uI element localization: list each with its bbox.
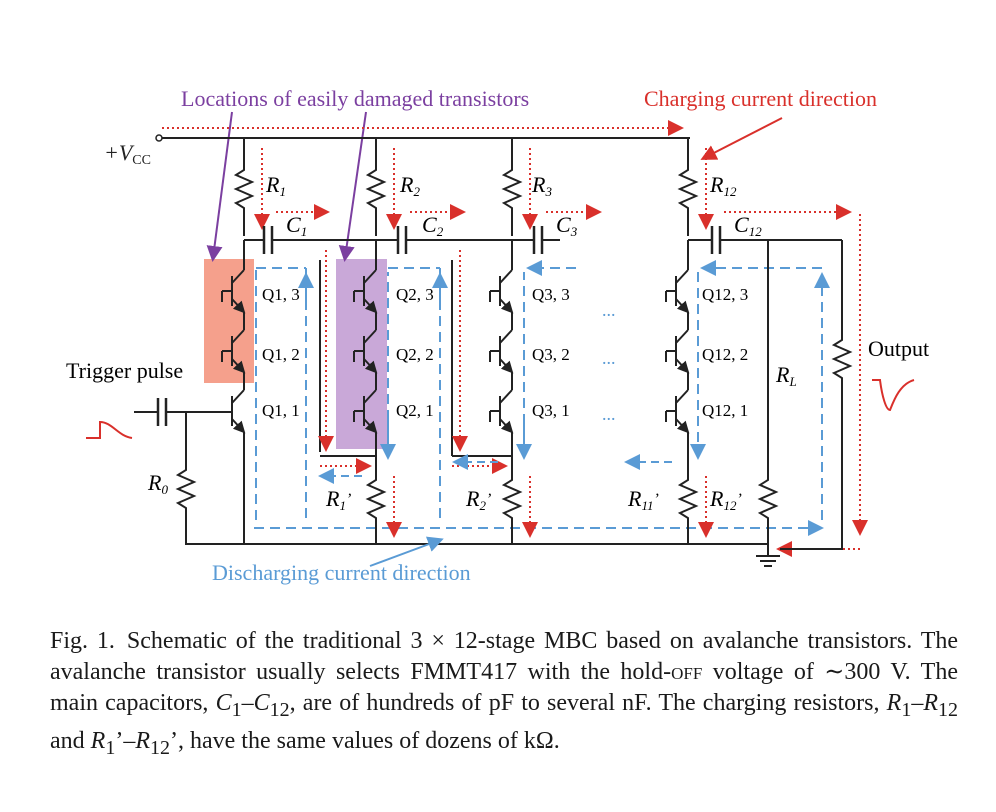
- trigger-label: Trigger pulse: [66, 358, 183, 383]
- mbc-schematic: Locations of easily damaged transistors …: [66, 86, 929, 585]
- stage-12: R12 C12 Q12, 3 Q12, 2 Q12, 1 R11’ R: [624, 138, 929, 550]
- ellipsis-3: ...: [602, 404, 616, 424]
- damaged-arrow-2: [338, 111, 367, 262]
- figure-caption: Fig. 1.Schematic of the traditional 3 × …: [50, 628, 959, 759]
- svg-text:R3: R3: [531, 172, 552, 199]
- discharging-pointer-arrow: [369, 536, 444, 567]
- svg-text:C3: C3: [556, 212, 578, 239]
- svg-text:R12: R12: [709, 172, 737, 199]
- svg-text:Q2, 3: Q2, 3: [396, 285, 434, 304]
- transistor-q2-1: [353, 372, 378, 434]
- svg-text:C1: C1: [286, 212, 307, 239]
- svg-text:Q2, 2: Q2, 2: [396, 345, 434, 364]
- svg-text:Q1, 2: Q1, 2: [262, 345, 300, 364]
- vcc-terminal: [155, 134, 163, 142]
- svg-text:R12’: R12’: [709, 486, 742, 513]
- svg-text:Q2, 1: Q2, 1: [396, 401, 434, 420]
- transistor-q1-3: [221, 269, 246, 314]
- svg-text:Q3, 1: Q3, 1: [532, 401, 570, 420]
- charging-label: Charging current direction: [644, 86, 877, 111]
- damaged-highlight-stage2: [336, 259, 387, 449]
- transistor-q2-3: [353, 269, 378, 314]
- damaged-highlight-stage1: [204, 259, 254, 383]
- transistor-q12-2: [665, 312, 690, 374]
- vcc-label: +VCC: [104, 140, 151, 168]
- svg-text:Q3, 2: Q3, 2: [532, 345, 570, 364]
- rl-label: RL: [775, 362, 797, 389]
- stage-2: R2 C2 Q2, 3 Q2, 2 Q2, 1 R1’: [325, 138, 512, 544]
- svg-text:Q1, 1: Q1, 1: [262, 401, 300, 420]
- svg-text:C12: C12: [734, 212, 762, 239]
- svg-text:Q12, 1: Q12, 1: [702, 401, 748, 420]
- transistor-q2-2: [353, 312, 378, 374]
- svg-text:R1: R1: [265, 172, 286, 199]
- svg-text:Q3, 3: Q3, 3: [532, 285, 570, 304]
- discharging-label: Discharging current direction: [212, 560, 471, 585]
- transistor-q1-1: [231, 372, 246, 544]
- svg-text:R11’: R11’: [627, 486, 659, 513]
- svg-text:R2: R2: [399, 172, 420, 199]
- transistor-q12-3: [665, 269, 690, 314]
- transistor-q3-3: [489, 269, 514, 314]
- trigger-pulse-icon: [86, 420, 133, 439]
- damaged-arrow-1: [206, 111, 233, 262]
- transistor-q12-1: [665, 372, 690, 434]
- transistor-q1-2: [221, 312, 246, 374]
- svg-text:Q12, 3: Q12, 3: [702, 285, 748, 304]
- svg-text:R2’: R2’: [465, 486, 491, 513]
- svg-text:R1’: R1’: [325, 486, 351, 513]
- charging-pointer-arrow: [700, 117, 783, 160]
- output-pulse-icon: [872, 379, 915, 412]
- stage-1: R1 C1 Q1, 3 Q1, 2 Q1, 1: [221, 138, 376, 544]
- svg-text:Q1, 3: Q1, 3: [262, 285, 300, 304]
- transistor-q3-1: [489, 372, 514, 434]
- caption-fig-number: Fig. 1.: [50, 628, 115, 654]
- stage-3: R3 C3 Q3, 3 Q3, 2 Q3, 1 R2’: [465, 138, 602, 544]
- damaged-label: Locations of easily damaged transistors: [181, 86, 529, 111]
- transistor-q3-2: [489, 312, 514, 374]
- svg-text:C2: C2: [422, 212, 444, 239]
- r0-label: R0: [147, 470, 168, 497]
- ellipsis-1: ...: [602, 300, 616, 320]
- output-label: Output: [868, 336, 929, 361]
- svg-text:Q12, 2: Q12, 2: [702, 345, 748, 364]
- ellipsis-2: ...: [602, 348, 616, 368]
